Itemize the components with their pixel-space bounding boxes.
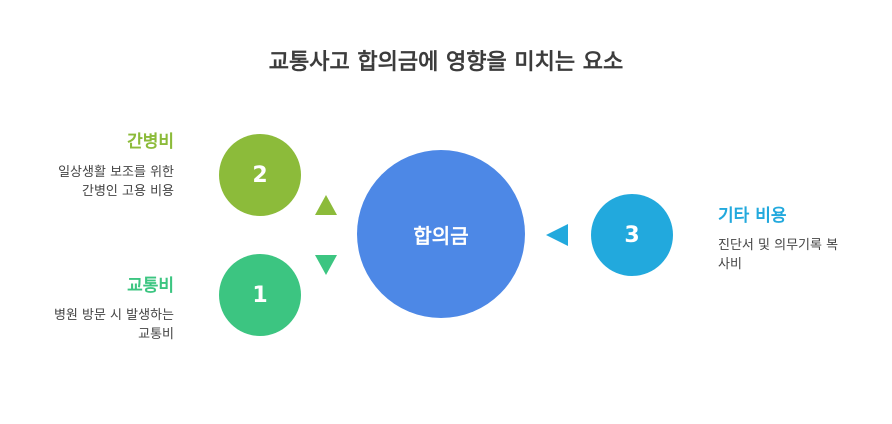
item-2-number-circle: 2 bbox=[219, 134, 301, 216]
item-2-description-line: 간병인 고용 비용 bbox=[82, 184, 174, 199]
item-2-heading: 간병비 bbox=[127, 132, 174, 152]
arrow-down-icon bbox=[315, 255, 337, 275]
item-1-heading: 교통비 bbox=[127, 276, 174, 296]
item-2-description-line: 일상생활 보조를 위한 bbox=[58, 165, 174, 180]
item-3-description: 진단서 및 의무기록 복 사비 bbox=[718, 236, 868, 274]
arrow-up-icon bbox=[315, 195, 337, 215]
arrow-left-icon bbox=[546, 224, 568, 246]
center-circle: 합의금 bbox=[357, 150, 525, 318]
diagram-title: 교통사고 합의금에 영향을 미치는 요소 bbox=[268, 50, 624, 75]
item-2-description: 일상생활 보조를 위한 간병인 고용 비용 bbox=[0, 163, 174, 201]
item-1-number-circle: 1 bbox=[219, 254, 301, 336]
item-1-description: 병원 방문 시 발생하는 교통비 bbox=[0, 306, 174, 344]
item-1-description-line: 교통비 bbox=[138, 327, 174, 342]
item-3-number-circle: 3 bbox=[591, 194, 673, 276]
item-1-description-line: 병원 방문 시 발생하는 bbox=[53, 308, 174, 323]
item-3-description-line: 사비 bbox=[718, 257, 742, 272]
item-3-description-line: 진단서 및 의무기록 복 bbox=[718, 238, 839, 253]
item-3-heading: 기타 비용 bbox=[718, 206, 787, 226]
